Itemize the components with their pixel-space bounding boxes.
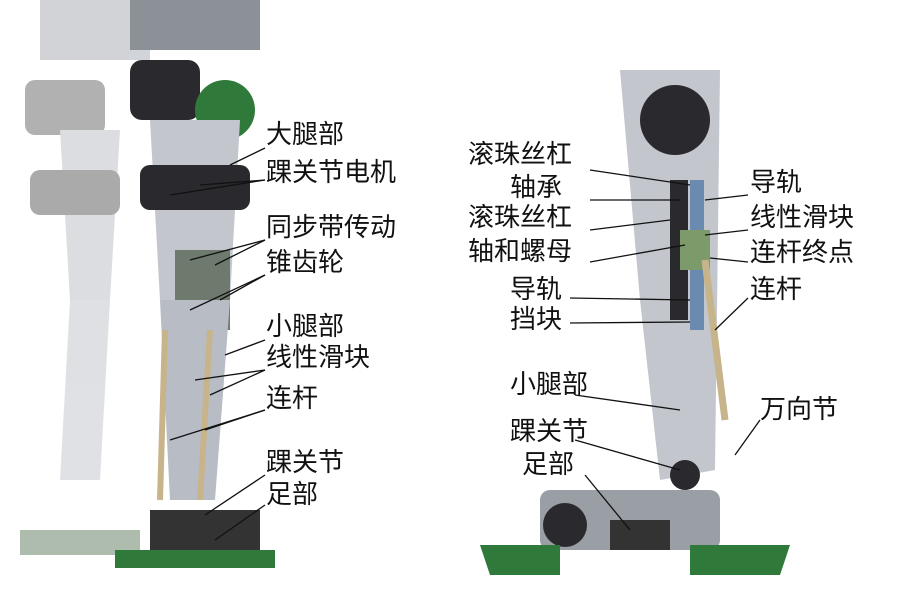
label-shank-right: 小腿部 <box>510 370 589 400</box>
label-foot-right: 足部 <box>522 450 575 480</box>
label-linear-slider-right: 线性滑块 <box>750 203 855 233</box>
label-thigh: 大腿部 <box>266 120 345 150</box>
label-ball-screw-2: 滚珠丝杠 <box>468 203 573 233</box>
label-shaft-and-nut: 轴和螺母 <box>468 237 573 267</box>
label-shank: 小腿部 <box>266 312 345 342</box>
label-foot: 足部 <box>266 480 319 510</box>
label-bearing: 轴承 <box>510 173 563 203</box>
shank-side-view <box>480 70 790 575</box>
label-ankle-joint: 踝关节 <box>266 448 345 478</box>
main-leg <box>115 0 275 568</box>
label-link-rod: 连杆 <box>266 384 319 414</box>
label-link-endpoint: 连杆终点 <box>750 238 855 268</box>
label-universal-joint: 万向节 <box>760 395 839 425</box>
label-timing-belt: 同步带传动 <box>266 213 397 243</box>
leader-lines <box>169 147 761 541</box>
label-guide-rail-right: 导轨 <box>750 168 803 198</box>
label-guide-rail-left: 导轨 <box>510 275 563 305</box>
label-ankle-motor: 踝关节电机 <box>266 158 397 188</box>
label-ball-screw-1: 滚珠丝杠 <box>468 140 573 170</box>
label-bevel-gear: 锥齿轮 <box>266 248 345 278</box>
label-stopper: 挡块 <box>510 305 563 335</box>
label-linear-slider: 线性滑块 <box>266 343 371 373</box>
label-link-rod-right: 连杆 <box>750 275 803 305</box>
label-ankle-joint-right: 踝关节 <box>510 417 589 447</box>
